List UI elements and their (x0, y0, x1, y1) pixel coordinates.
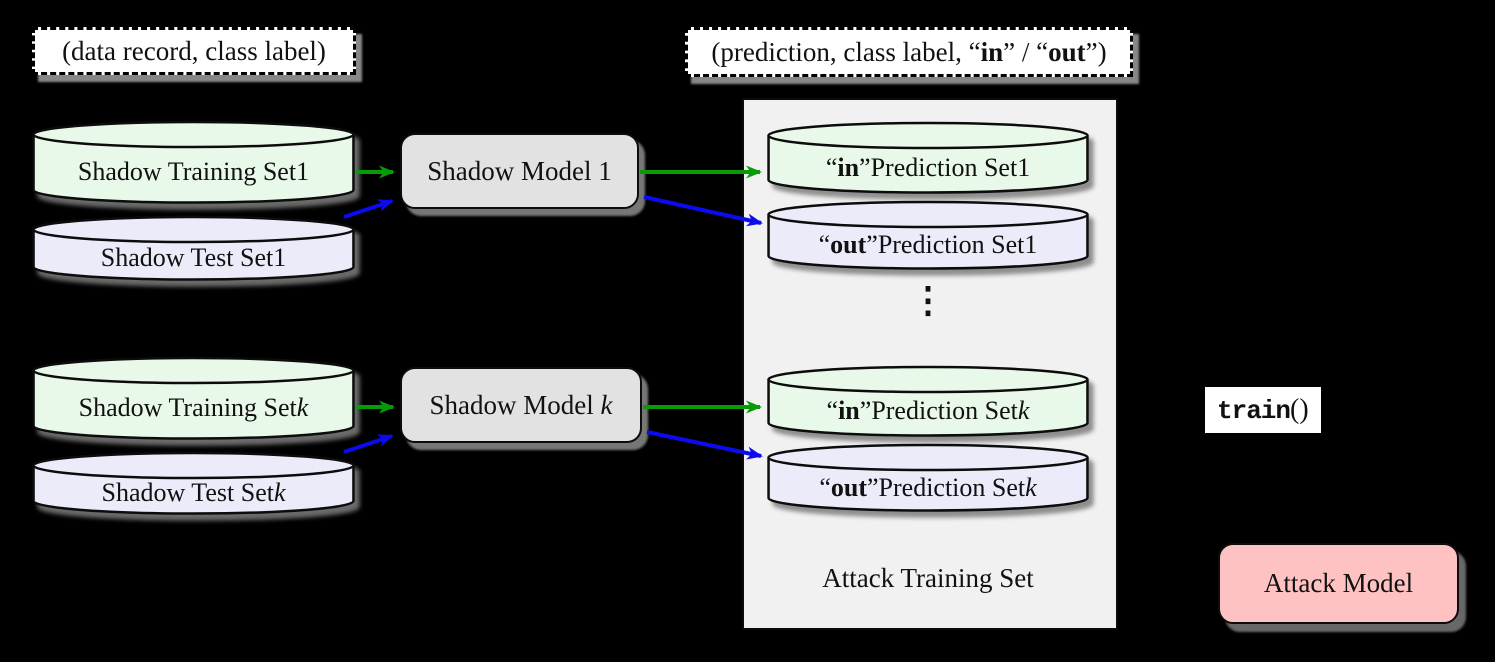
label-index: 1 (598, 155, 612, 186)
cylinder-shadow-training-set-k: Shadow Training Set k (32, 356, 355, 440)
output-tuple-pre: (prediction, class label, “ (711, 36, 981, 67)
quote-close: ” (859, 152, 871, 182)
cylinder-shape (767, 200, 1089, 270)
label-text: Shadow Training Set (78, 393, 297, 422)
attack-training-set-title: Attack Training Set (822, 563, 1034, 593)
cylinder-shape (32, 356, 355, 440)
shadow-test-set-1-label: Shadow Test Set 1 (32, 215, 355, 281)
label-index: k (1025, 472, 1037, 502)
in-prediction-set-1-label: “in” Prediction Set 1 (767, 121, 1089, 194)
quote-close: ” (866, 472, 879, 502)
cylinder-in-prediction-set-k: “in” Prediction Set k (767, 365, 1089, 437)
quote-open: “ (825, 152, 838, 182)
label-index: 1 (1024, 230, 1038, 259)
label-index: 1 (273, 243, 287, 272)
label-text: Prediction Set (871, 396, 1018, 425)
label-text: Prediction Set (877, 230, 1025, 259)
label-text: Shadow Training Set (77, 157, 297, 186)
quote-open: “ (818, 230, 831, 259)
train-function-parens: () (1290, 394, 1309, 425)
quote-close: ” (866, 230, 878, 259)
out-word: out (830, 472, 867, 502)
shadow-training-set-k-label: Shadow Training Set k (32, 356, 355, 440)
in-word: in (838, 396, 860, 425)
cylinder-shape (767, 121, 1089, 194)
label-text: Shadow Test Set (101, 478, 274, 507)
cylinder-shape (767, 365, 1089, 437)
cylinder-shadow-test-set-k: Shadow Test Set k (32, 451, 355, 515)
label-index: 1 (1017, 152, 1031, 182)
output-tuple-post: ”) (1085, 36, 1107, 67)
input-tuple-text: (data record, class label) (62, 35, 326, 66)
in-prediction-set-k-label: “in” Prediction Set k (767, 365, 1089, 437)
output-tuple-text: (prediction, class label, “in” / “out”) (711, 37, 1106, 68)
shadow-model-1-box: Shadow Model 1 (400, 133, 639, 209)
attack-model-label: Attack Model (1263, 568, 1414, 598)
shadow-training-set-1-label: Shadow Training Set 1 (32, 120, 355, 204)
cylinder-shape (767, 443, 1089, 512)
label-index: 1 (296, 157, 310, 186)
label-text: Shadow Model (429, 389, 601, 420)
shadow-model-k-label: Shadow Model k (430, 390, 613, 421)
output-tuple-mid: ” / “ (1003, 36, 1049, 67)
output-tuple-in: in (980, 36, 1004, 67)
cylinder-out-prediction-set-1: “out” Prediction Set 1 (767, 200, 1089, 270)
label-text: Prediction Set (870, 152, 1018, 182)
label-index: k (1017, 396, 1030, 425)
quote-close: ” (859, 396, 872, 425)
cylinder-shape (32, 215, 355, 281)
shadow-test-set-k-label: Shadow Test Set k (32, 451, 355, 515)
shadow-model-k-box: Shadow Model k (400, 367, 642, 443)
shadow-model-1-label: Shadow Model 1 (427, 156, 612, 187)
out-prediction-set-k-label: “out” Prediction Set k (767, 443, 1089, 512)
label-text: Prediction Set (878, 472, 1026, 502)
attack-model-box: Attack Model (1218, 543, 1459, 624)
quote-open: “ (826, 396, 839, 425)
cylinder-shape (32, 451, 355, 515)
label-text: Shadow Model (427, 155, 599, 186)
output-tuple-out: out (1048, 36, 1086, 67)
quote-open: “ (819, 472, 831, 502)
out-word: out (830, 230, 867, 259)
cylinder-out-prediction-set-k: “out” Prediction Set k (767, 443, 1089, 512)
train-function-label: train() (1205, 387, 1321, 433)
out-prediction-set-1-label: “out” Prediction Set 1 (767, 200, 1089, 270)
vertical-ellipsis: ⋮ (910, 280, 946, 320)
train-function-name: train (1217, 396, 1291, 426)
in-word: in (837, 152, 860, 182)
cylinder-in-prediction-set-1: “in” Prediction Set 1 (767, 121, 1089, 194)
input-tuple-label: (data record, class label) (32, 27, 356, 75)
label-index: k (600, 389, 613, 420)
cylinder-shadow-test-set-1: Shadow Test Set 1 (32, 215, 355, 281)
cylinder-shape (32, 120, 355, 204)
label-index: k (296, 393, 309, 422)
label-index: k (273, 478, 286, 507)
cylinder-shadow-training-set-1: Shadow Training Set 1 (32, 120, 355, 204)
output-tuple-label: (prediction, class label, “in” / “out”) (685, 27, 1133, 77)
label-text: Shadow Test Set (100, 243, 274, 272)
